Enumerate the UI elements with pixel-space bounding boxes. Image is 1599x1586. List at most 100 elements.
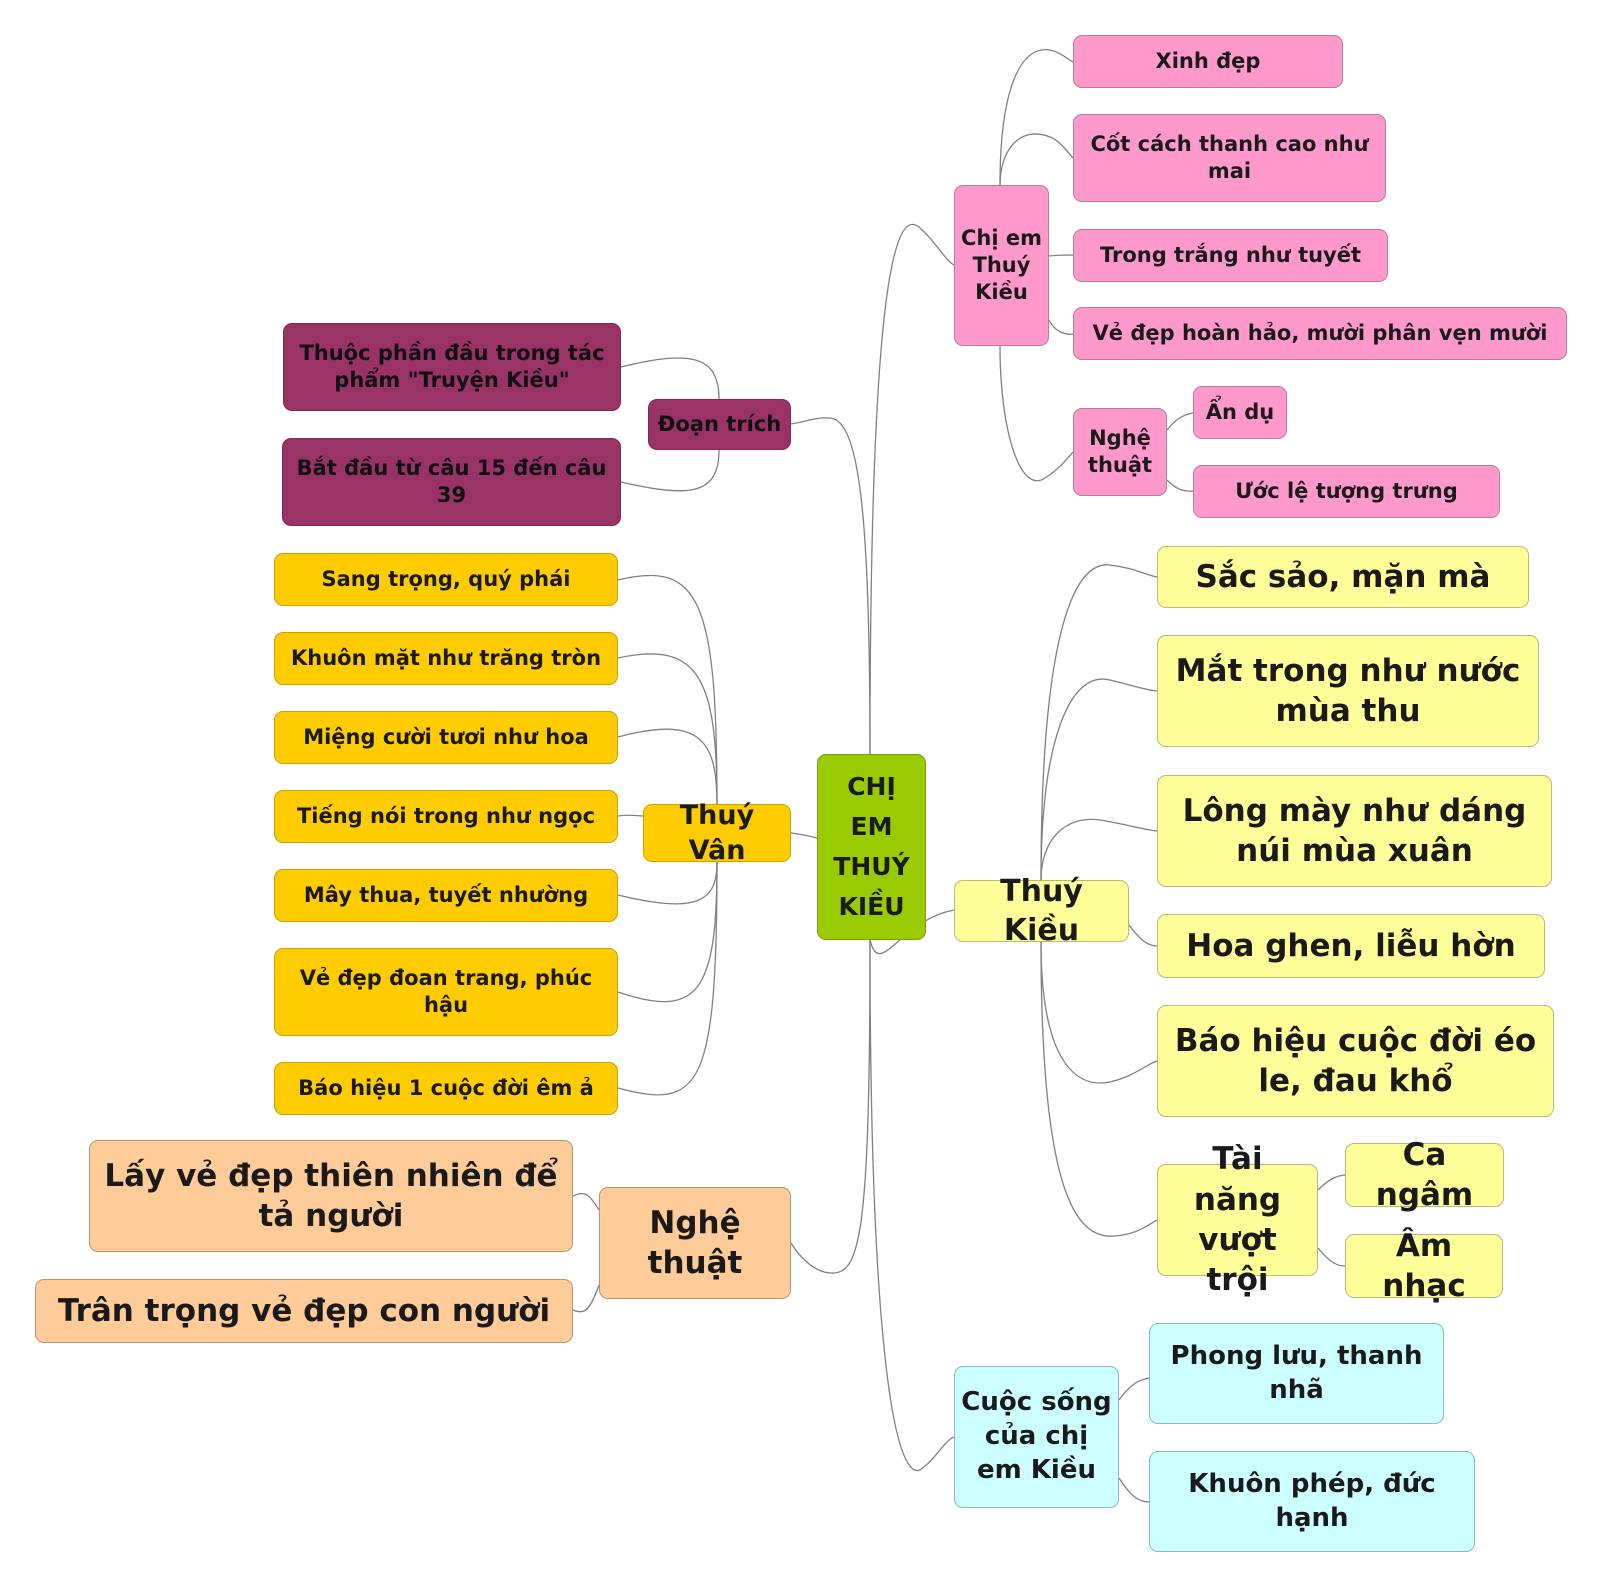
uoc-le-node[interactable]: Ước lệ tượng trưng	[1193, 465, 1500, 518]
cuoc-song-child-2-label: Khuôn phép, đức hạnh	[1188, 1468, 1436, 1533]
thuy-kieu-child-2[interactable]: Mắt trong như nước mùa thu	[1157, 635, 1539, 747]
thuy-van-child-3-label: Miệng cười tươi như hoa	[303, 724, 589, 749]
an-du-label: Ẩn dụ	[1205, 399, 1275, 424]
thuy-van-child-7-label: Báo hiệu 1 cuộc đời êm ả	[298, 1075, 594, 1100]
thuy-kieu-label: Thuý Kiều	[1000, 874, 1083, 948]
connector-line	[1166, 479, 1194, 492]
connector-line	[1166, 412, 1194, 431]
thuy-kieu-child-2-label: Mắt trong như nước mùa thu	[1175, 652, 1521, 729]
connector-line	[1040, 941, 1158, 1237]
thuy-van-child-1[interactable]: Sang trọng, quý phái	[274, 553, 618, 606]
connector-line	[572, 1284, 600, 1313]
connector-line	[620, 357, 720, 400]
thuy-kieu-child-3[interactable]: Lông mày như dáng núi mùa xuân	[1157, 775, 1552, 887]
nghe-thuat-child-2[interactable]: Trân trọng vẻ đẹp con người	[35, 1279, 573, 1343]
thuy-kieu-child-1-label: Sắc sảo, mặn mà	[1195, 558, 1491, 595]
chi-em-child-2[interactable]: Cốt cách thanh cao như mai	[1073, 114, 1386, 202]
connector-line	[1118, 1477, 1150, 1503]
connector-line	[617, 653, 718, 805]
connector-line	[1317, 1174, 1346, 1191]
nghe-thuat-child-1-label: Lấy vẻ đẹp thiên nhiên để tả người	[104, 1157, 558, 1234]
chi-em-child-4-label: Vẻ đẹp hoàn hảo, mười phân vẹn mười	[1092, 320, 1548, 345]
nghe-thuat-child-1[interactable]: Lấy vẻ đẹp thiên nhiên để tả người	[89, 1140, 573, 1252]
chi-em-node[interactable]: Chị em Thuý Kiều	[954, 185, 1049, 346]
thuy-van-child-4-label: Tiếng nói trong như ngọc	[296, 803, 596, 828]
connector-line	[617, 728, 718, 805]
connector-line	[1040, 941, 1158, 1084]
connector-line	[1048, 254, 1074, 257]
connector-line	[999, 345, 1074, 482]
chi-em-child-1-label: Xinh đẹp	[1155, 48, 1261, 73]
doan-trich-child-1[interactable]: Thuộc phần đầu trong tác phẩm "Truyện Ki…	[283, 323, 621, 411]
thuy-kieu-child-5[interactable]: Báo hiệu cuộc đời éo le, đau khổ	[1157, 1005, 1554, 1117]
nghe-thuat-node[interactable]: Nghệ thuật	[599, 1187, 791, 1299]
thuy-van-child-7[interactable]: Báo hiệu 1 cuộc đời êm ả	[274, 1062, 618, 1115]
chi-em-child-3[interactable]: Trong trắng như tuyết	[1073, 229, 1388, 282]
ca-ngam-node[interactable]: Ca ngâm	[1345, 1137, 1504, 1213]
chi-em-child-2-label: Cốt cách thanh cao như mai	[1090, 131, 1369, 183]
chi-em-nghe-thuat-label: Nghệ thuật	[1087, 425, 1153, 477]
uoc-le-label: Ước lệ tượng trưng	[1235, 478, 1458, 503]
thuy-van-child-2-label: Khuôn mặt như trăng tròn	[290, 645, 602, 670]
chi-em-label: Chị em Thuý Kiều	[961, 225, 1042, 305]
cuoc-song-child-2[interactable]: Khuôn phép, đức hạnh	[1149, 1451, 1475, 1552]
thuy-van-child-2[interactable]: Khuôn mặt như trăng tròn	[274, 632, 618, 685]
thuy-kieu-node[interactable]: Thuý Kiều	[954, 874, 1129, 948]
tai-nang-label: Tài năng vượt trội	[1193, 1141, 1282, 1299]
connector-line	[999, 49, 1074, 186]
connector-line	[617, 814, 644, 817]
connector-line	[617, 861, 718, 1096]
thuy-kieu-child-5-label: Báo hiệu cuộc đời éo le, đau khổ	[1174, 1022, 1537, 1099]
cuoc-song-child-1[interactable]: Phong lưu, thanh nhã	[1149, 1323, 1444, 1424]
chi-em-child-1[interactable]: Xinh đẹp	[1073, 35, 1343, 88]
cuoc-song-node[interactable]: Cuộc sống của chị em Kiều	[954, 1366, 1119, 1508]
thuy-kieu-child-4[interactable]: Hoa ghen, liễu hờn	[1157, 914, 1545, 978]
connector-line	[790, 832, 818, 839]
nghe-thuat-child-2-label: Trân trọng vẻ đẹp con người	[57, 1292, 551, 1329]
an-du-node[interactable]: Ẩn dụ	[1193, 386, 1287, 439]
doan-trich-label: Đoạn trích	[657, 411, 782, 436]
connector-line	[869, 939, 955, 1472]
am-nhac-label: Âm nhạc	[1382, 1227, 1466, 1304]
connector-line	[869, 909, 955, 955]
nghe-thuat-label: Nghệ thuật	[647, 1204, 743, 1281]
connector-line	[869, 223, 955, 755]
connector-line	[1128, 924, 1158, 947]
thuy-van-child-4[interactable]: Tiếng nói trong như ngọc	[274, 790, 618, 843]
tai-nang-node[interactable]: Tài năng vượt trội	[1157, 1141, 1318, 1298]
am-nhac-node[interactable]: Âm nhạc	[1345, 1228, 1503, 1304]
doan-trich-child-2[interactable]: Bắt đầu từ câu 15 đến câu 39	[282, 438, 621, 526]
connector-line	[1048, 319, 1074, 335]
thuy-van-child-6[interactable]: Vẻ đẹp đoan trang, phúc hậu	[274, 948, 618, 1036]
connector-line	[620, 449, 720, 492]
ca-ngam-label: Ca ngâm	[1375, 1136, 1474, 1213]
cuoc-song-label: Cuộc sống của chị em Kiều	[961, 1387, 1112, 1485]
doan-trich-node[interactable]: Đoạn trích	[648, 399, 791, 450]
connector-line	[617, 861, 718, 1003]
chi-em-child-3-label: Trong trắng như tuyết	[1099, 242, 1362, 267]
thuy-van-child-1-label: Sang trọng, quý phái	[321, 566, 571, 591]
connector-line	[1317, 1247, 1346, 1267]
thuy-kieu-child-3-label: Lông mày như dáng núi mùa xuân	[1182, 792, 1527, 869]
chi-em-child-4[interactable]: Vẻ đẹp hoàn hảo, mười phân vẹn mười	[1073, 307, 1567, 360]
thuy-van-node[interactable]: Thuý Vân	[643, 800, 791, 866]
connector-line	[617, 861, 718, 905]
connector-line	[1118, 1377, 1150, 1401]
connector-line	[790, 939, 871, 1274]
connector-line	[790, 417, 871, 755]
thuy-van-child-5-label: Mây thua, tuyết nhường	[303, 882, 589, 907]
connector-line	[999, 133, 1074, 186]
connector-line	[617, 574, 718, 805]
thuy-kieu-child-4-label: Hoa ghen, liễu hờn	[1186, 927, 1516, 964]
thuy-van-child-3[interactable]: Miệng cười tươi như hoa	[274, 711, 618, 764]
thuy-van-label: Thuý Vân	[679, 799, 755, 866]
thuy-van-child-5[interactable]: Mây thua, tuyết nhường	[274, 869, 618, 922]
cuoc-song-child-1-label: Phong lưu, thanh nhã	[1170, 1340, 1423, 1405]
thuy-kieu-child-1[interactable]: Sắc sảo, mặn mà	[1157, 546, 1529, 608]
doan-trich-child-1-label: Thuộc phần đầu trong tác phẩm "Truyện Ki…	[299, 340, 605, 392]
root-node[interactable]: CHỊ EM THUÝ KIỀU	[817, 754, 926, 940]
connector-line	[1040, 564, 1158, 881]
doan-trich-child-2-label: Bắt đầu từ câu 15 đến câu 39	[296, 455, 607, 507]
chi-em-nghe-thuat-node[interactable]: Nghệ thuật	[1073, 408, 1167, 496]
